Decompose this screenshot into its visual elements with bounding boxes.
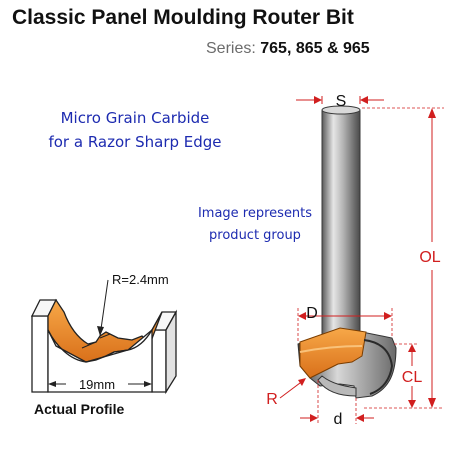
tagline-line-2: for a Razor Sharp Edge <box>48 133 222 151</box>
dim-label-ol: OL <box>419 249 440 266</box>
orange-body <box>299 327 367 379</box>
tagline-line-1: Micro Grain Carbide <box>60 109 210 127</box>
carbide-tagline: Micro Grain Carbide for a Razor Sharp Ed… <box>20 106 250 154</box>
profile-width-label: 19mm <box>79 377 115 392</box>
dim-label-d-lower: d <box>334 411 343 428</box>
note-line-2: product group <box>209 228 301 243</box>
router-bit <box>297 105 397 399</box>
profile-caption: Actual Profile <box>34 401 125 417</box>
series-label: Series: <box>206 40 256 57</box>
dim-label-s: S <box>336 93 347 110</box>
profile-radius-label: R=2.4mm <box>112 272 169 287</box>
note-line-1: Image represents <box>197 206 313 221</box>
page-title: Classic Panel Moulding Router Bit <box>12 6 354 29</box>
series-line: Series: 765, 865 & 965 <box>206 40 370 58</box>
shank <box>321 107 361 341</box>
dimension-lines <box>279 96 444 424</box>
dim-label-d-upper: D <box>306 305 318 322</box>
dim-label-cl: CL <box>402 369 423 386</box>
group-note: Image represents product group <box>180 203 330 247</box>
series-values: 765, 865 & 965 <box>260 40 370 57</box>
dim-label-r: R <box>266 391 278 408</box>
profile-drawing: R=2.4mm 19mm <box>30 272 178 395</box>
